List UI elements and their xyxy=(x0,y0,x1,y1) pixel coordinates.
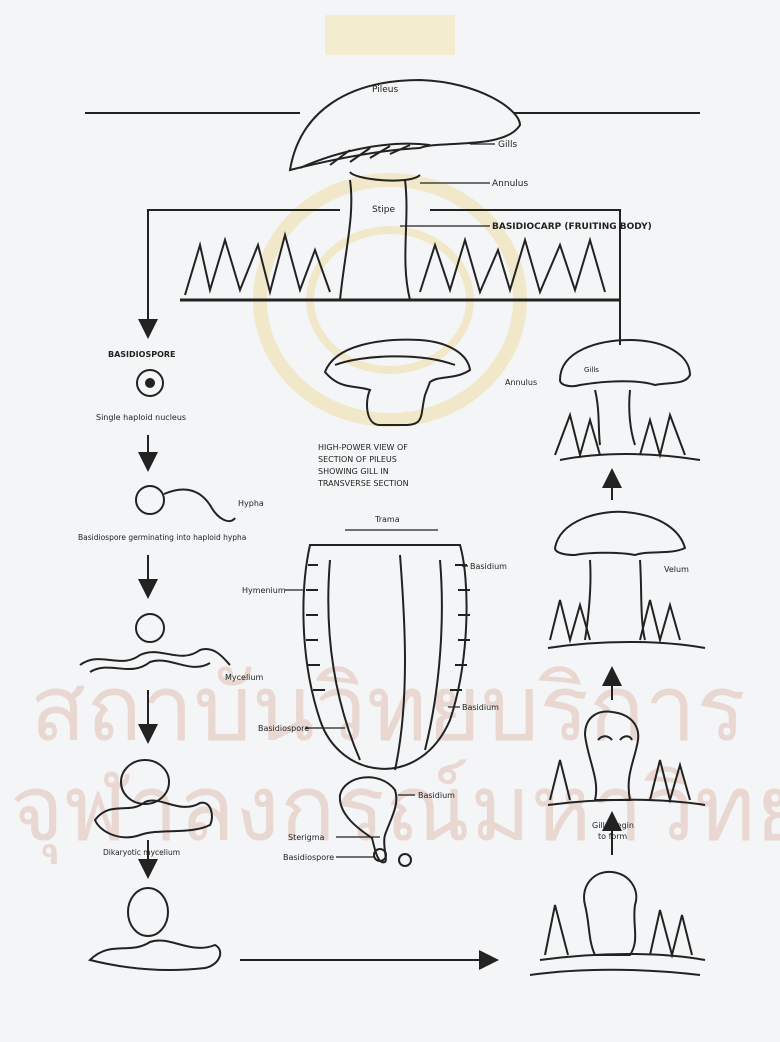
label-basidiospore-small: Basidiospore xyxy=(283,853,334,862)
label-sterigma: Sterigma xyxy=(288,833,325,842)
label-basidium: Basidium xyxy=(418,791,455,800)
label-germinating: Basidiospore germinating into haploid hy… xyxy=(78,533,246,542)
label-gills-begin-1: Gills begin xyxy=(592,821,634,830)
label-hymenium: Hymenium xyxy=(242,586,286,595)
label-section-3: SHOWING GILL IN xyxy=(318,467,389,476)
label-gills-right: Gills xyxy=(584,366,599,374)
germinating-spore-drawing xyxy=(136,486,235,521)
label-annulus-right: Annulus xyxy=(505,378,537,387)
label-velum: Velum xyxy=(664,565,689,574)
label-gills-begin-2: to form xyxy=(598,832,627,841)
expanding-mushroom-drawing xyxy=(555,340,700,460)
label-section-1: HIGH-POWER VIEW OF xyxy=(318,443,408,452)
label-gills: Gills xyxy=(498,140,517,150)
label-basidiospore-gill: Basidiospore xyxy=(258,724,309,733)
watermark-line-1: สถาบันวิทยบริการ xyxy=(30,655,746,762)
label-basidiospore: BASIDIOSPORE xyxy=(108,350,176,359)
spore-drawing xyxy=(137,370,163,396)
young-mushroom-drawing xyxy=(548,512,705,648)
label-basidiocarp: BASIDIOCARP (FRUITING BODY) xyxy=(492,222,652,232)
label-dikaryotic: Dikaryotic mycelium xyxy=(103,848,180,857)
label-single-spore: Single haploid nucleus xyxy=(96,413,186,422)
label-pileus: Pileus xyxy=(372,85,398,95)
label-section-4: TRANSVERSE SECTION xyxy=(317,479,409,488)
label-basidium-top: Basidium xyxy=(470,562,507,571)
label-stipe: Stipe xyxy=(372,205,395,215)
label-hypha: Hypha xyxy=(238,499,264,508)
button-primordium-drawing xyxy=(90,888,220,970)
primordium-right-drawing xyxy=(530,872,705,975)
label-annulus: Annulus xyxy=(492,179,528,189)
label-section-2: SECTION OF PILEUS xyxy=(318,455,397,464)
label-basidium-gill: Basidium xyxy=(462,703,499,712)
label-mycelium: Mycelium xyxy=(225,673,263,682)
label-trama: Trama xyxy=(374,515,400,524)
mature-mushroom-drawing xyxy=(85,80,700,300)
